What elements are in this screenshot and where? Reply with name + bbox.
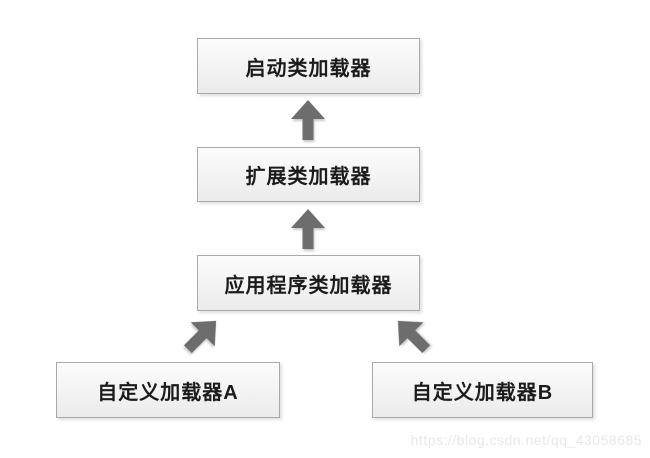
node-label-extension: 扩展类加载器 [245,166,372,188]
node-label-application: 应用程序类加载器 [224,274,393,297]
node-label-custom-b: 自定义加载器B [411,381,554,404]
edge-arrow-custom-b-to-application [385,308,439,362]
node-bootstrap-classloader: 启动类加载器 [197,38,420,94]
up-right-arrow-icon [183,320,217,354]
edge-arrow-custom-a-to-application [175,308,229,362]
watermark-url: https://blog.csdn.net/qq_43058685 [410,432,642,448]
up-arrow-icon [291,209,325,249]
node-custom-classloader-b: 自定义加载器B [372,362,593,418]
node-extension-classloader: 扩展类加载器 [197,147,420,202]
node-label-bootstrap: 启动类加载器 [245,57,372,80]
up-left-arrow-icon [397,320,431,354]
node-application-classloader: 应用程序类加载器 [197,255,420,311]
edge-arrow-extension-to-bootstrap [290,100,326,140]
edge-arrow-application-to-extension [290,209,326,249]
node-custom-classloader-a: 自定义加载器A [56,362,280,418]
node-label-custom-a: 自定义加载器A [97,381,239,404]
up-arrow-icon [291,100,325,140]
